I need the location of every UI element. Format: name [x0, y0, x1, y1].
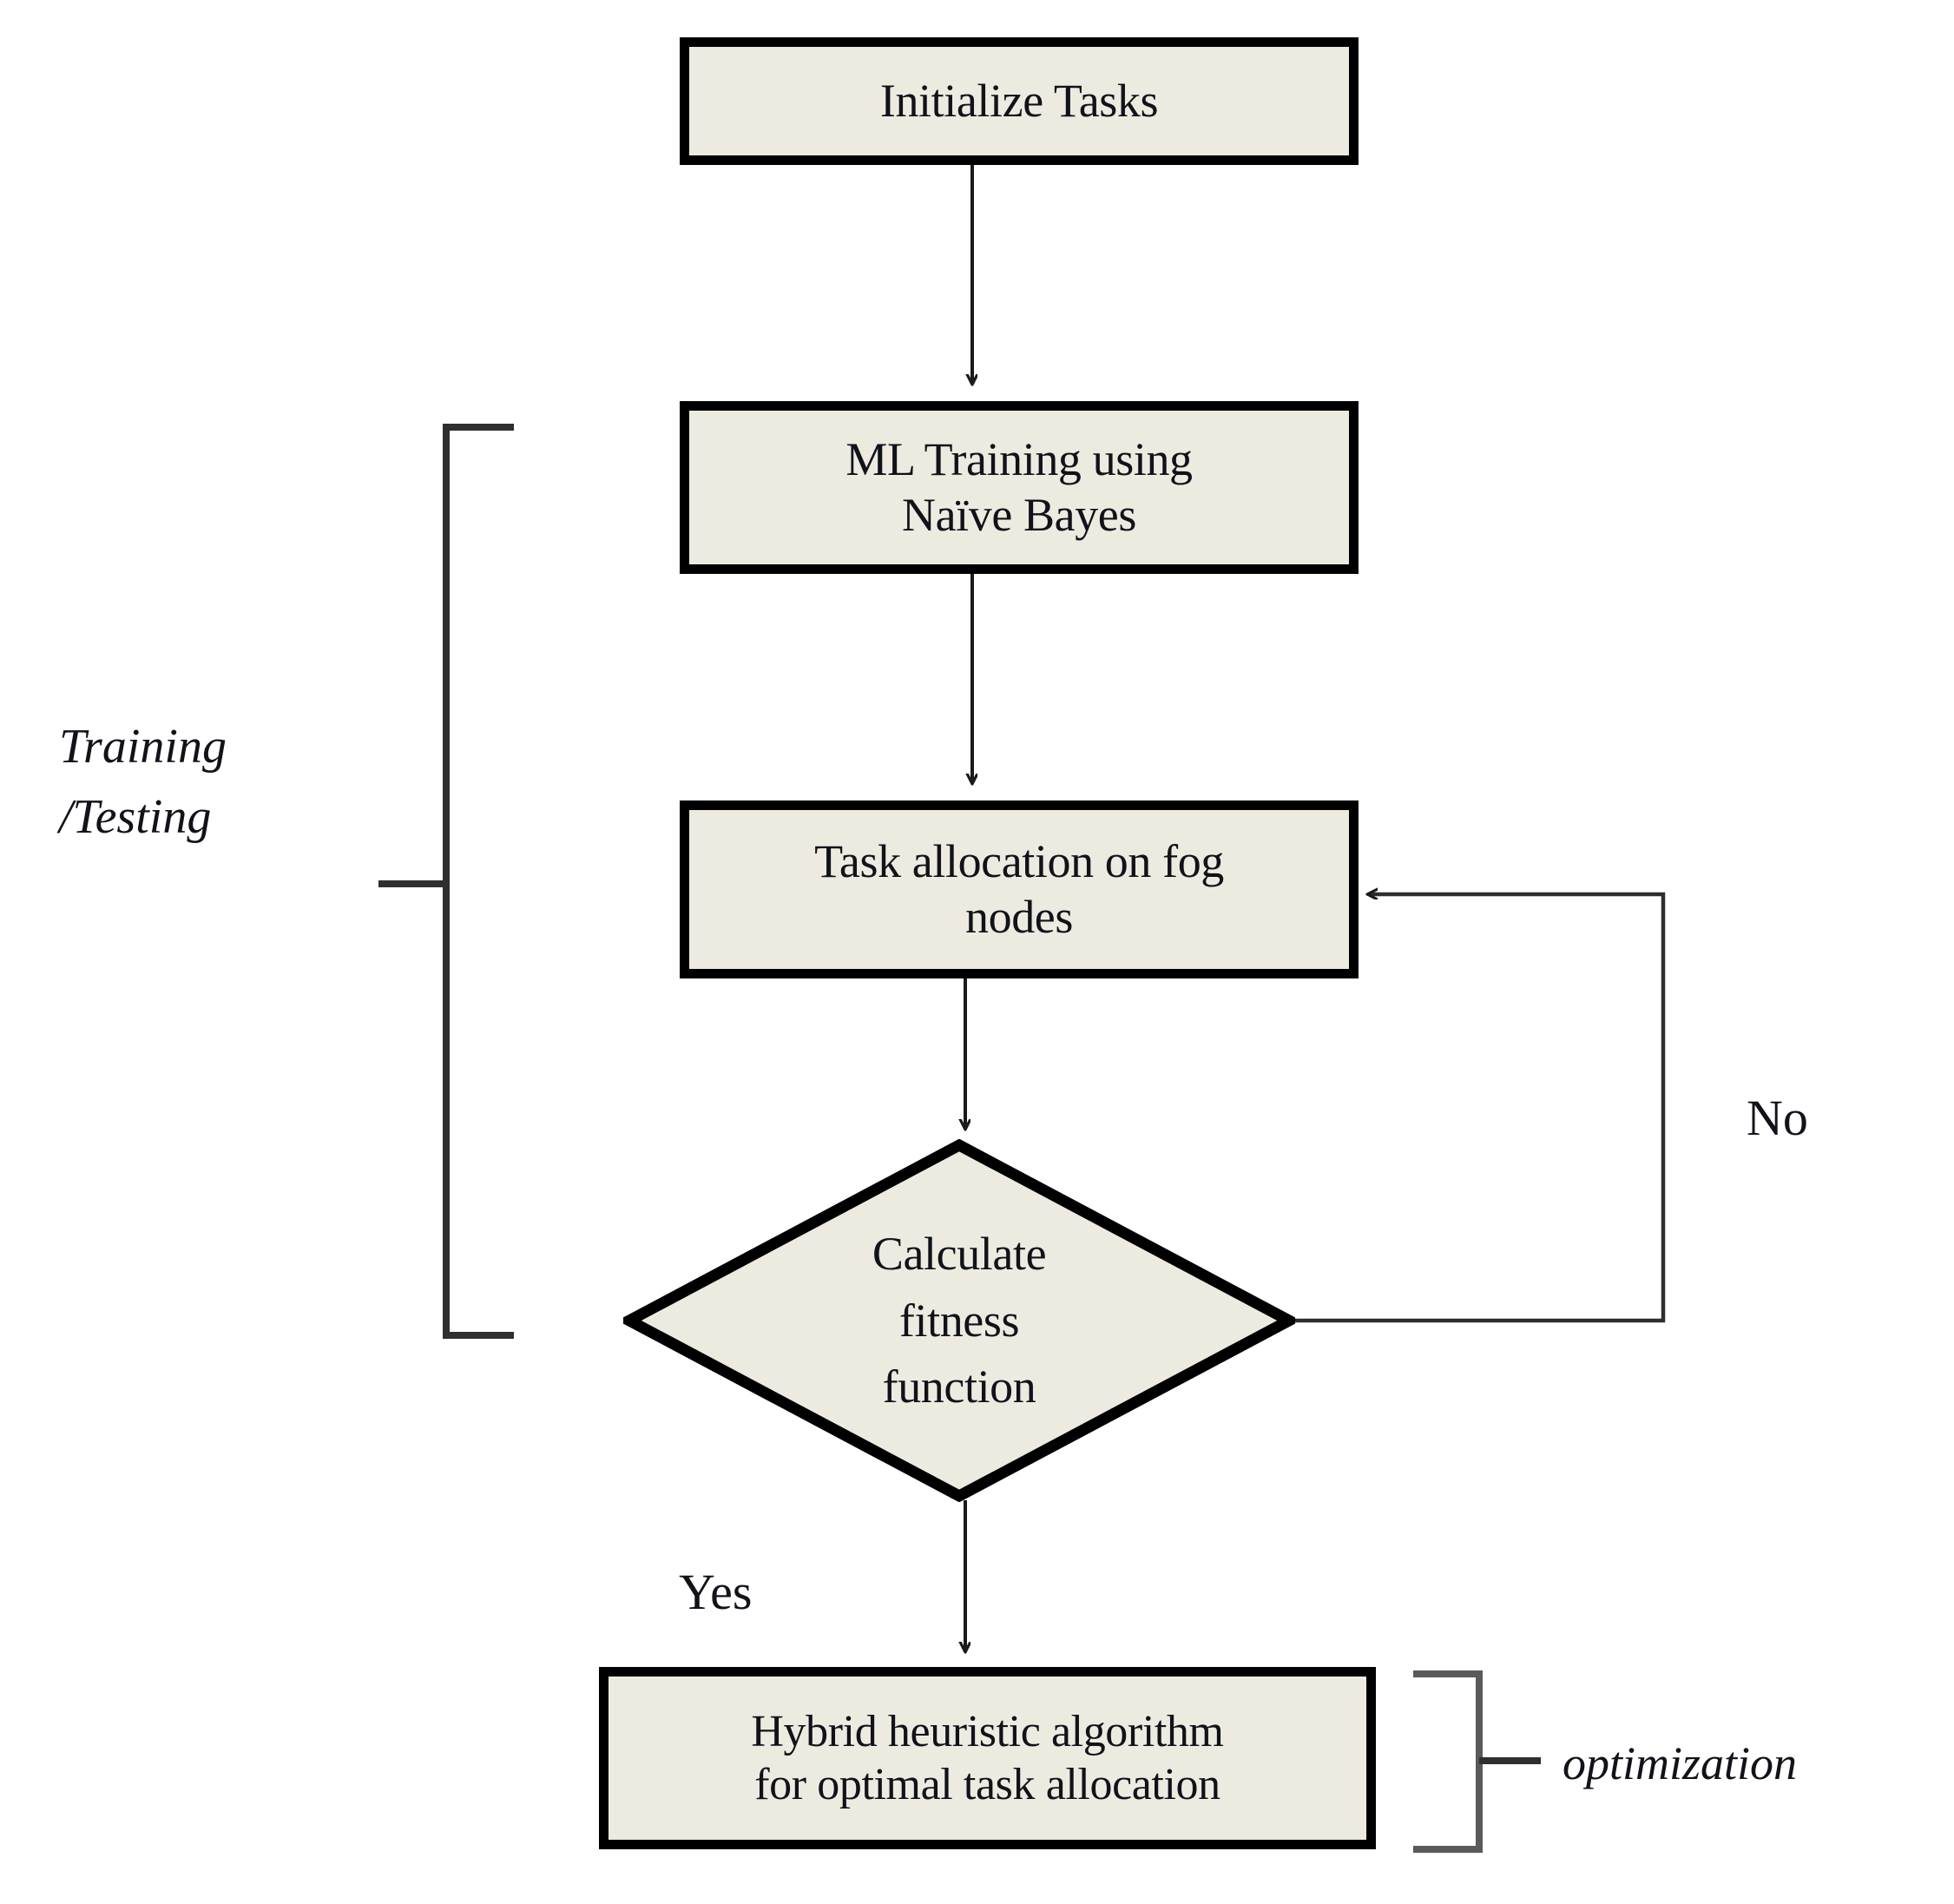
- bracket-training-testing: [378, 424, 514, 1339]
- node-task-allocation-fog-nodes[interactable]: Task allocation on fog nodes: [680, 800, 1359, 978]
- group-label-training-testing: Training /Testing: [59, 720, 227, 845]
- node-ml-training-naive-bayes[interactable]: ML Training using Naïve Bayes: [680, 401, 1359, 574]
- edge-label-no: No: [1747, 1090, 1808, 1146]
- edge-label-yes: Yes: [679, 1564, 753, 1620]
- diamond-label: Calculate fitness function: [872, 1227, 1047, 1413]
- node-calculate-fitness-function[interactable]: Calculate fitness function: [623, 1139, 1295, 1502]
- node-hybrid-heuristic-algorithm[interactable]: Hybrid heuristic algorithm for optimal t…: [599, 1667, 1376, 1849]
- bracket-optimization: [1413, 1670, 1541, 1853]
- node-initialize-tasks[interactable]: Initialize Tasks: [680, 37, 1359, 165]
- diamond-shape: [623, 1139, 1295, 1502]
- group-label-optimization: optimization: [1563, 1737, 1798, 1789]
